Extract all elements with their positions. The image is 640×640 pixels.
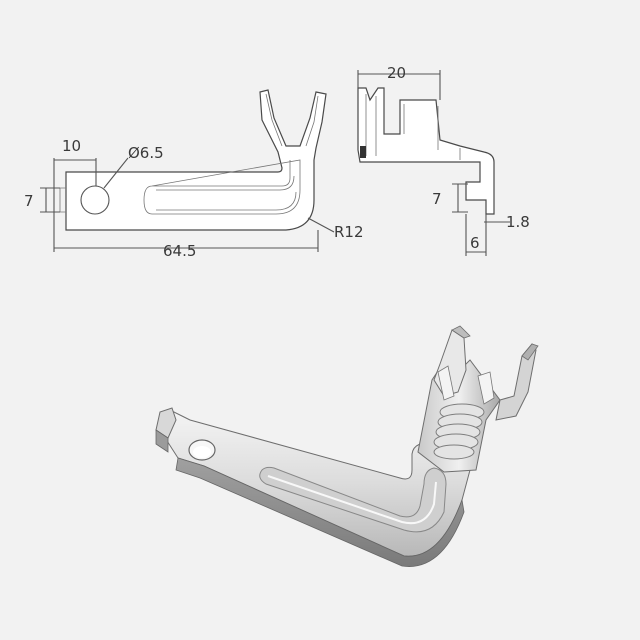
dim-radius-label: R12 [334,223,364,241]
dim-length-label: 64.5 [163,242,196,260]
dim-hole-label: Ø6.5 [128,144,164,162]
side-dim-tab-label: 6 [470,234,480,252]
dim-height-label: 7 [24,192,34,210]
top-view-slot [143,159,301,215]
dim-width-label: 10 [62,137,81,155]
side-dim-height-label: 7 [432,190,442,208]
top-view-outline [65,89,327,231]
render-slot [259,466,447,533]
side-dim-thickness-label: 1.8 [506,213,530,231]
side-view-outline [357,87,495,215]
top-view-hole [80,185,110,215]
side-dim-width-label: 20 [387,64,406,82]
